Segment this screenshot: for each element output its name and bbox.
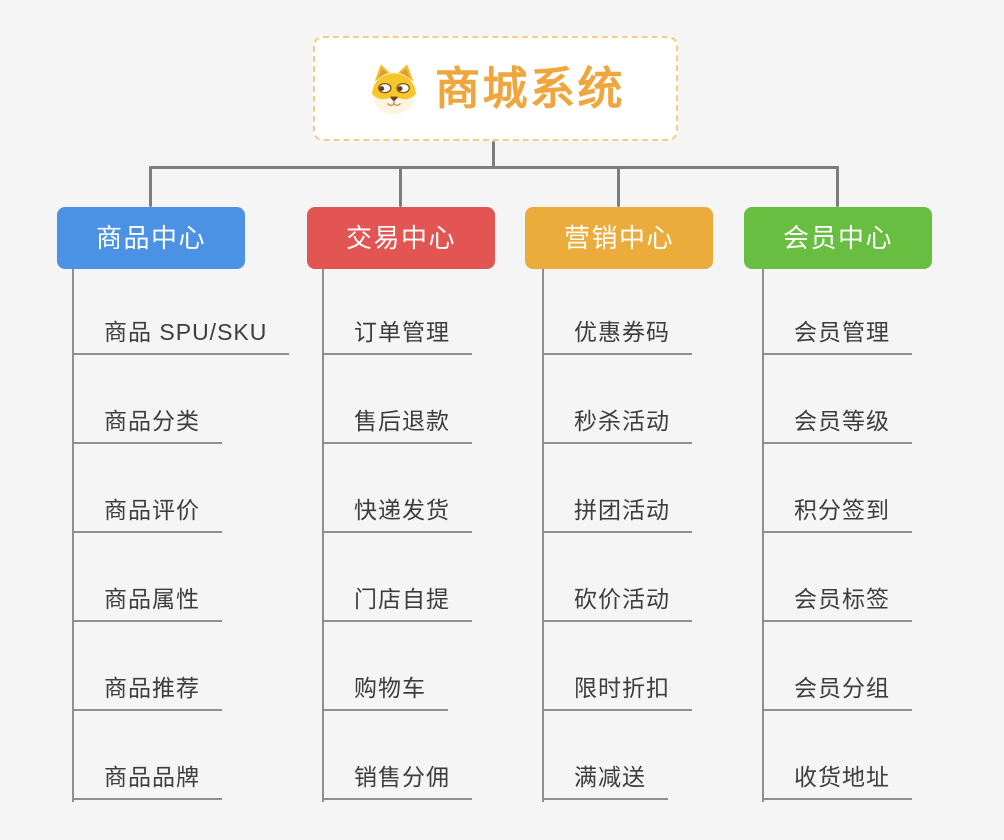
- connector-branch-rail: [149, 166, 839, 169]
- leaf-node[interactable]: 商品分类: [72, 406, 222, 444]
- leaf-node[interactable]: 会员分组: [762, 673, 912, 711]
- leaf-node[interactable]: 商品评价: [72, 495, 222, 533]
- branch-spine-trade: [322, 269, 324, 802]
- branch-spine-product: [72, 269, 74, 802]
- branch-spine-member: [762, 269, 764, 802]
- leaf-node[interactable]: 商品推荐: [72, 673, 222, 711]
- connector-drop-member: [836, 166, 839, 207]
- leaf-node[interactable]: 会员等级: [762, 406, 912, 444]
- branch-node-member-center[interactable]: 会员中心: [744, 207, 932, 269]
- leaf-node[interactable]: 购物车: [322, 673, 448, 711]
- leaf-node[interactable]: 门店自提: [322, 584, 472, 622]
- connector-drop-marketing: [617, 166, 620, 207]
- leaf-node[interactable]: 商品 SPU/SKU: [72, 317, 290, 355]
- leaf-node[interactable]: 会员标签: [762, 584, 912, 622]
- branch-label: 营销中心: [563, 223, 674, 253]
- branch-node-trade-center[interactable]: 交易中心: [307, 207, 495, 269]
- leaf-node[interactable]: 订单管理: [322, 317, 472, 355]
- connector-root-stem: [492, 141, 495, 167]
- leaf-node[interactable]: 积分签到: [762, 495, 912, 533]
- leaf-node[interactable]: 拼团活动: [542, 495, 692, 533]
- branch-label: 交易中心: [345, 223, 456, 253]
- connector-drop-product: [149, 166, 152, 207]
- leaf-node[interactable]: 快递发货: [322, 495, 472, 533]
- leaf-node[interactable]: 销售分佣: [322, 762, 472, 800]
- dog-face-icon: [372, 64, 416, 114]
- branch-label: 会员中心: [782, 223, 893, 253]
- connector-drop-trade: [399, 166, 402, 207]
- leaf-node[interactable]: 商品属性: [72, 584, 222, 622]
- branch-node-marketing-center[interactable]: 营销中心: [525, 207, 713, 269]
- branch-spine-marketing: [542, 269, 544, 802]
- leaf-node[interactable]: 砍价活动: [542, 584, 692, 622]
- branch-node-product-center[interactable]: 商品中心: [57, 207, 245, 269]
- leaf-node[interactable]: 优惠券码: [542, 317, 692, 355]
- root-node[interactable]: 商城系统: [313, 36, 678, 141]
- leaf-node[interactable]: 满减送: [542, 762, 668, 800]
- leaf-node[interactable]: 限时折扣: [542, 673, 692, 711]
- leaf-node[interactable]: 售后退款: [322, 406, 472, 444]
- leaf-node[interactable]: 商品品牌: [72, 762, 222, 800]
- root-label: 商城系统: [434, 63, 625, 114]
- leaf-node[interactable]: 秒杀活动: [542, 406, 692, 444]
- branch-label: 商品中心: [95, 223, 206, 253]
- leaf-node[interactable]: 收货地址: [762, 762, 912, 800]
- leaf-node[interactable]: 会员管理: [762, 317, 912, 355]
